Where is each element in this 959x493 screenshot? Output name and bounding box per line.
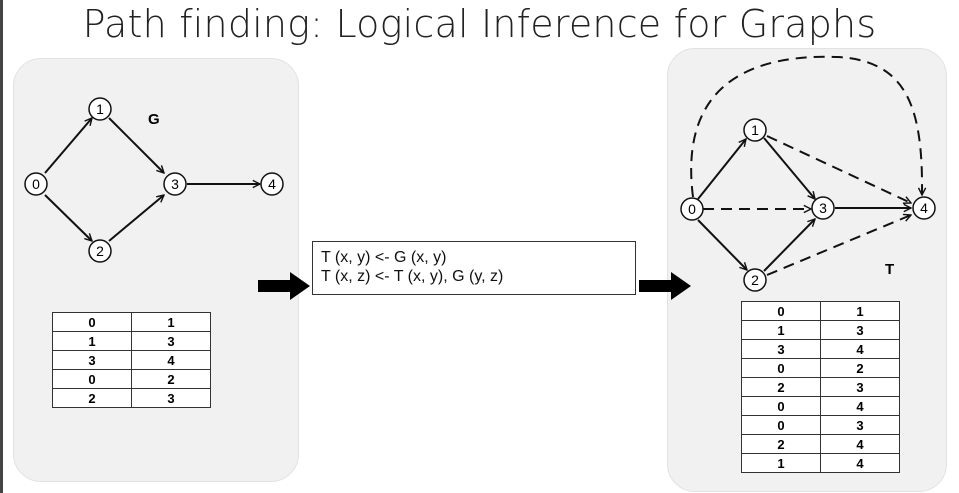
table-cell: 0 (52, 369, 132, 389)
edge-0-2 (44, 194, 92, 241)
derived-edge-0-4 (690, 55, 922, 198)
table-cell: 2 (820, 358, 900, 378)
table-cell: 3 (131, 388, 211, 408)
table-cell: 1 (741, 320, 821, 340)
table-cell: 2 (52, 388, 132, 408)
table-cell: 3 (820, 320, 900, 340)
node-label: 2 (96, 243, 104, 259)
node-label: 1 (96, 101, 104, 117)
table-cell: 3 (741, 339, 821, 359)
table-cell: 4 (820, 453, 900, 473)
table-cell: 3 (820, 377, 900, 397)
rule-base-case: T (x, y) <- G (x, y) (321, 249, 447, 266)
table-cell: 1 (131, 312, 211, 332)
node-label: 4 (920, 200, 928, 216)
node-label: 1 (751, 122, 759, 138)
edge-1-3 (108, 117, 164, 173)
table-cell: 4 (820, 339, 900, 359)
node-label: 3 (819, 200, 827, 216)
table-cell: 0 (52, 312, 132, 332)
graph-node-2: 2 (743, 268, 767, 292)
node-label: 0 (32, 176, 40, 192)
table-cell: 1 (741, 453, 821, 473)
graph-node-4: 4 (912, 196, 936, 220)
edge-2-3 (763, 219, 815, 272)
edge-0-1 (44, 118, 92, 174)
graph-node-2: 2 (88, 239, 112, 263)
table-cell: 0 (741, 301, 821, 321)
node-label: 4 (268, 176, 276, 192)
block-arrow-into-rules (258, 272, 310, 300)
table-cell: 3 (52, 350, 132, 370)
inference-rules-box: T (x, y) <- G (x, y) T (x, z) <- T (x, y… (312, 241, 636, 295)
edge-1-3 (763, 137, 815, 199)
graph-node-3: 3 (163, 172, 187, 196)
table-cell: 2 (741, 434, 821, 454)
table-cell: 3 (131, 331, 211, 351)
graph-node-0: 0 (680, 197, 704, 221)
table-cell: 2 (131, 369, 211, 389)
node-label: 0 (688, 201, 696, 217)
table-cell: 1 (52, 331, 132, 351)
table-cell: 0 (741, 415, 821, 435)
node-label: 3 (171, 176, 179, 192)
table-cell: 1 (820, 301, 900, 321)
node-label: 2 (751, 272, 759, 288)
table-cell: 4 (131, 350, 211, 370)
left-edge-rule (0, 0, 3, 493)
graph-node-4: 4 (260, 172, 284, 196)
block-arrow-out-of-rules (639, 272, 691, 300)
edge-0-1 (697, 139, 746, 200)
graph-label-t: T (885, 261, 894, 278)
edge-0-2 (697, 219, 747, 270)
table-cell: 3 (820, 415, 900, 435)
input-graph-diagram: 0 1 2 3 4 G (24, 97, 284, 263)
rule-recursive-case: T (x, z) <- T (x, y), G (y, z) (321, 268, 504, 285)
edge-2-3 (108, 195, 164, 242)
graph-label-g: G (148, 111, 160, 128)
graph-node-1: 1 (743, 118, 767, 142)
table-cell: 2 (741, 377, 821, 397)
table-cell: 4 (820, 396, 900, 416)
table-cell: 0 (741, 358, 821, 378)
derived-edge-2-4 (766, 215, 911, 276)
page-title: Path finding: Logical Inference for Grap… (82, 2, 877, 46)
output-graph-diagram: 0 1 2 3 4 T (680, 55, 936, 292)
graph-node-3: 3 (811, 196, 835, 220)
derived-edge-1-4 (766, 135, 911, 203)
graph-node-0: 0 (24, 172, 48, 196)
table-cell: 4 (820, 434, 900, 454)
table-cell: 0 (741, 396, 821, 416)
graph-node-1: 1 (88, 97, 112, 121)
